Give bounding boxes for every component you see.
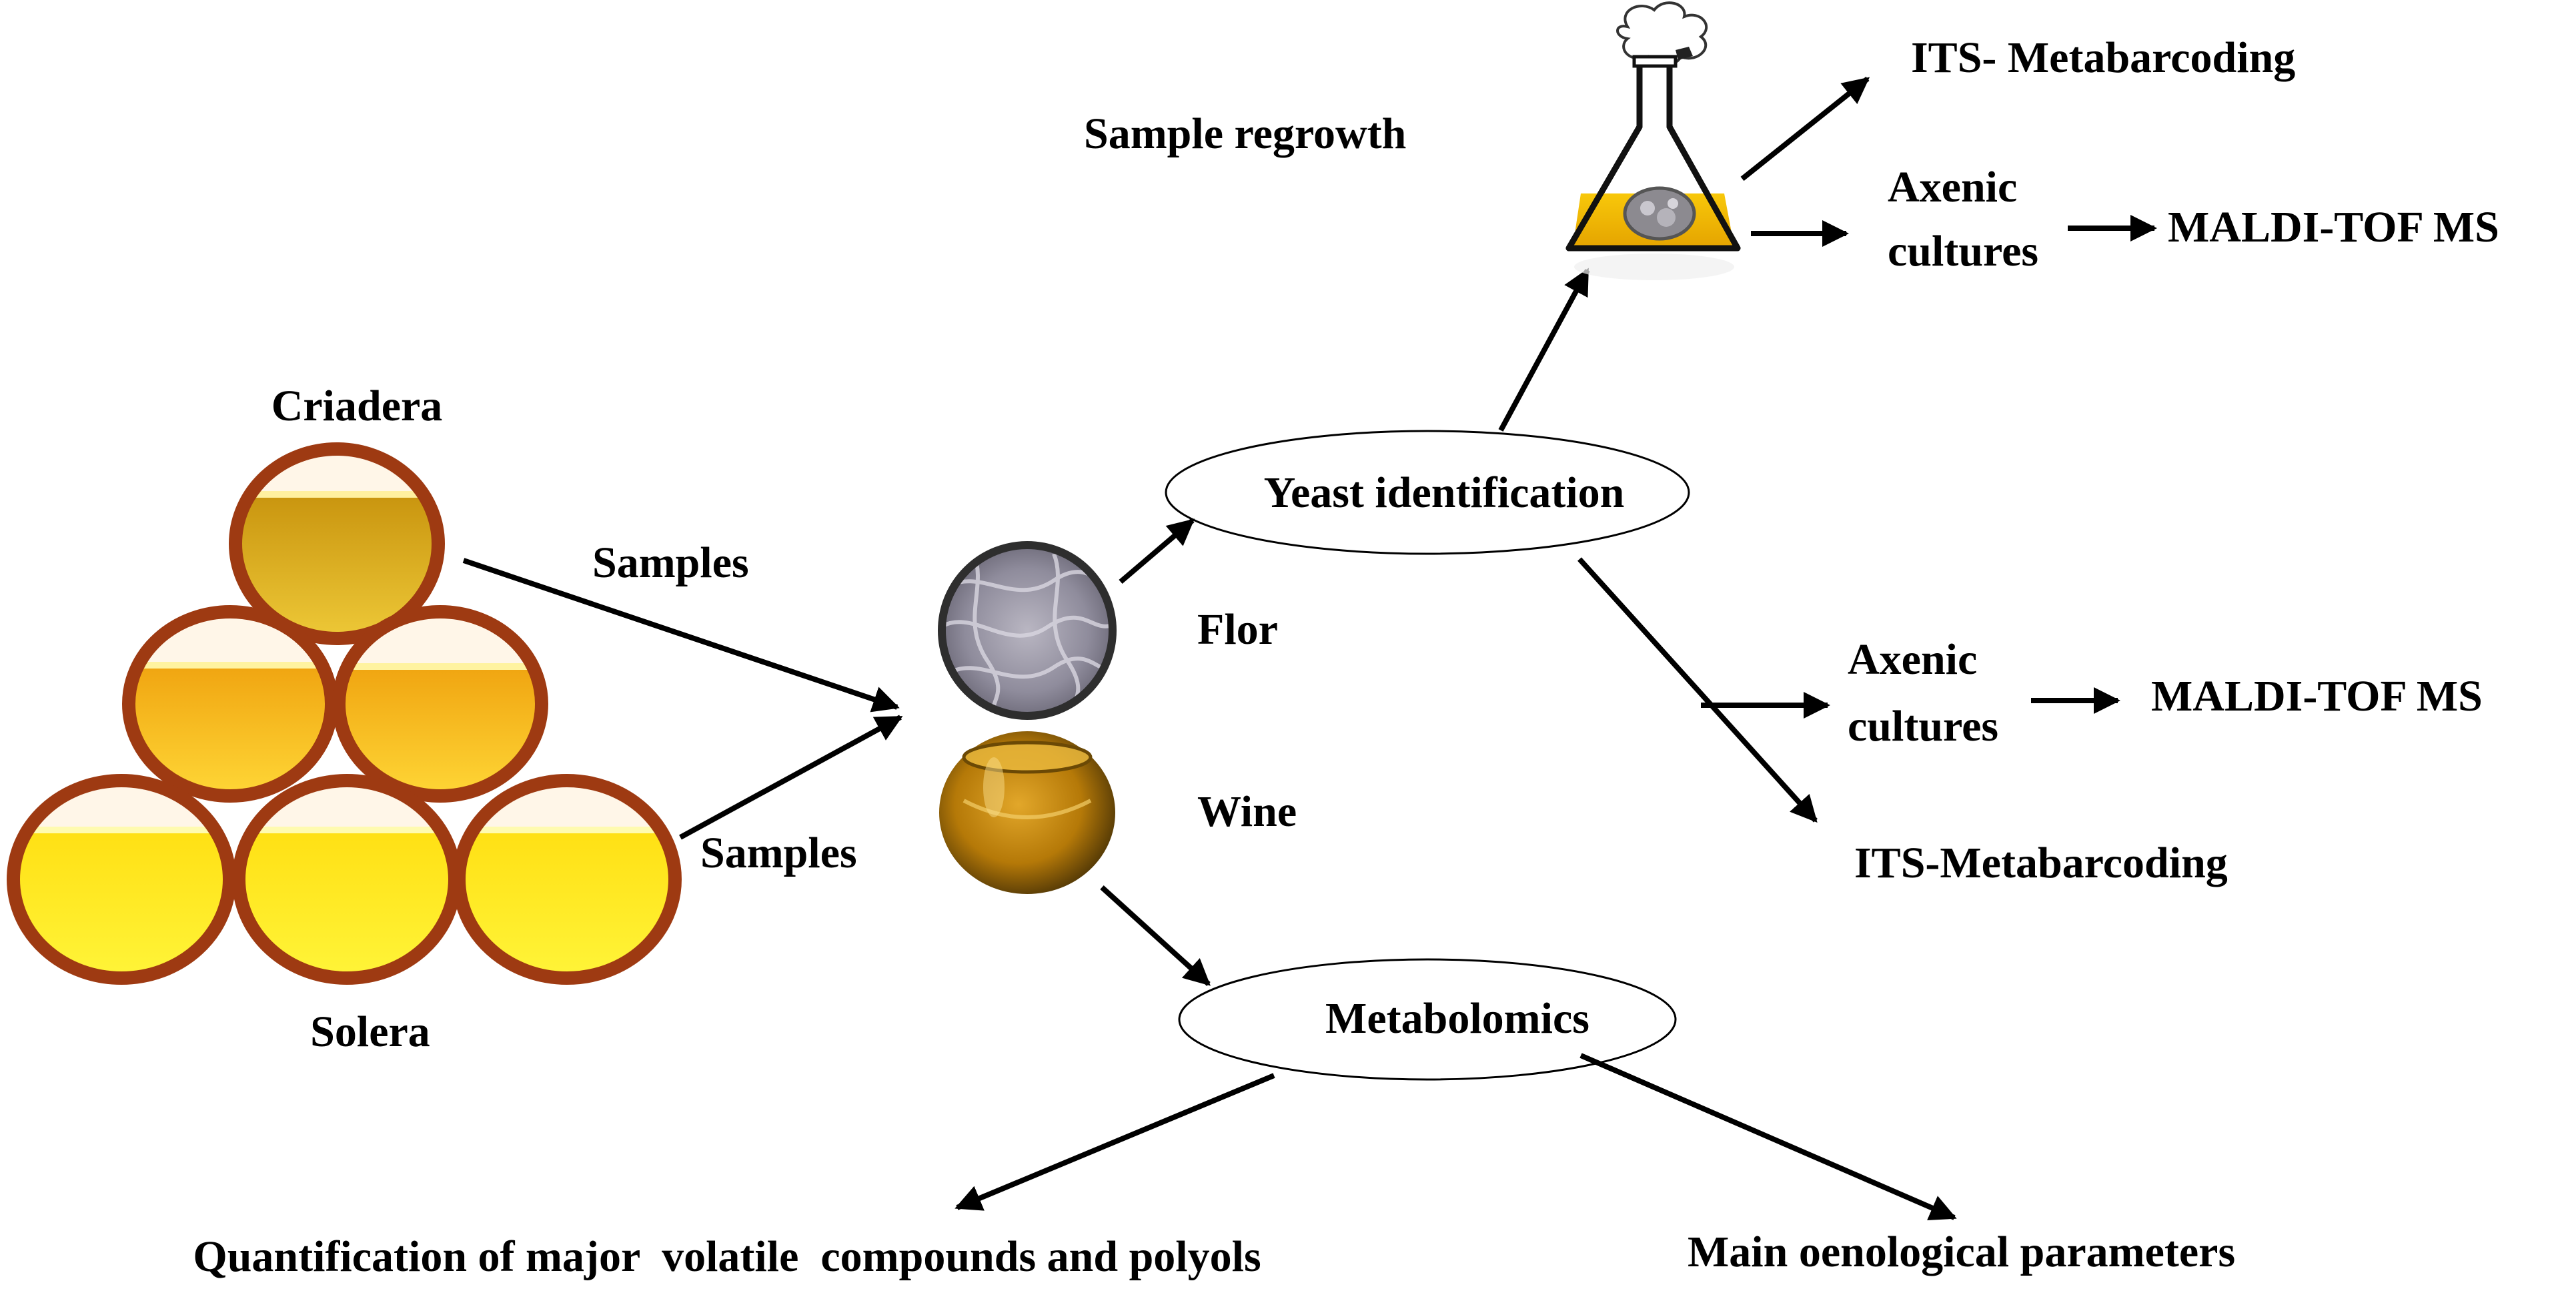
- flor-sample-image: [938, 541, 1117, 720]
- label-direct-its-metabarcoding: ITS-Metabarcoding: [1854, 839, 2228, 887]
- arrow-flor-to-yeast-identification: [1119, 518, 1195, 584]
- label-regrowth-axenic-line1: Axenic: [1888, 163, 2017, 211]
- yeast-identification-node: [1165, 430, 1690, 555]
- arrow-flask-to-its: [1740, 76, 1870, 181]
- label-criadera: Criadera: [271, 382, 443, 430]
- wine-sample-image: [939, 731, 1115, 894]
- label-volatile-quantification: Quantification of major volatile compoun…: [193, 1232, 1261, 1281]
- label-direct-maldi-tof: MALDI-TOF MS: [2151, 672, 2483, 721]
- barrel-pyramid: [7, 442, 682, 985]
- barrel-solera-middle: [232, 774, 462, 985]
- label-regrowth-axenic-line2: cultures: [1888, 227, 2038, 276]
- barrel-middle-right: [332, 605, 548, 803]
- flask-icon: [1565, 1, 1741, 280]
- label-wine: Wine: [1197, 787, 1297, 836]
- barrel-middle-left: [122, 605, 338, 803]
- arrow-to-its-metabarcoding: [1577, 557, 1818, 823]
- label-direct-axenic-line2: cultures: [1848, 702, 1998, 751]
- label-sample-regrowth: Sample regrowth: [1084, 109, 1406, 158]
- metabolomics-node: [1178, 958, 1677, 1081]
- arrow-to-sample-regrowth: [1498, 268, 1590, 432]
- arrow-criadera-to-samples: [462, 558, 900, 713]
- label-solera: Solera: [310, 1007, 430, 1056]
- label-regrowth-maldi-tof: MALDI-TOF MS: [2168, 203, 2499, 252]
- label-samples-upper: Samples: [592, 538, 749, 587]
- barrel-solera-right: [452, 774, 682, 985]
- label-samples-lower: Samples: [700, 829, 857, 877]
- metabolomics-title: Metabolomics: [1325, 994, 1589, 1043]
- arrow-wine-to-metabolomics: [1100, 885, 1211, 986]
- label-oenological-parameters: Main oenological parameters: [1688, 1228, 2235, 1276]
- arrow-to-oenological-parameters: [1579, 1053, 1957, 1221]
- arrow-solera-to-samples: [679, 715, 903, 840]
- label-flor: Flor: [1197, 605, 1278, 654]
- barrel-solera-left: [7, 774, 236, 985]
- yeast-identification-title: Yeast identification: [1264, 468, 1625, 517]
- label-regrowth-its-metabarcoding: ITS- Metabarcoding: [1911, 33, 2295, 82]
- label-direct-axenic-line1: Axenic: [1848, 635, 1977, 684]
- arrow-to-volatile-quantification: [954, 1073, 1275, 1211]
